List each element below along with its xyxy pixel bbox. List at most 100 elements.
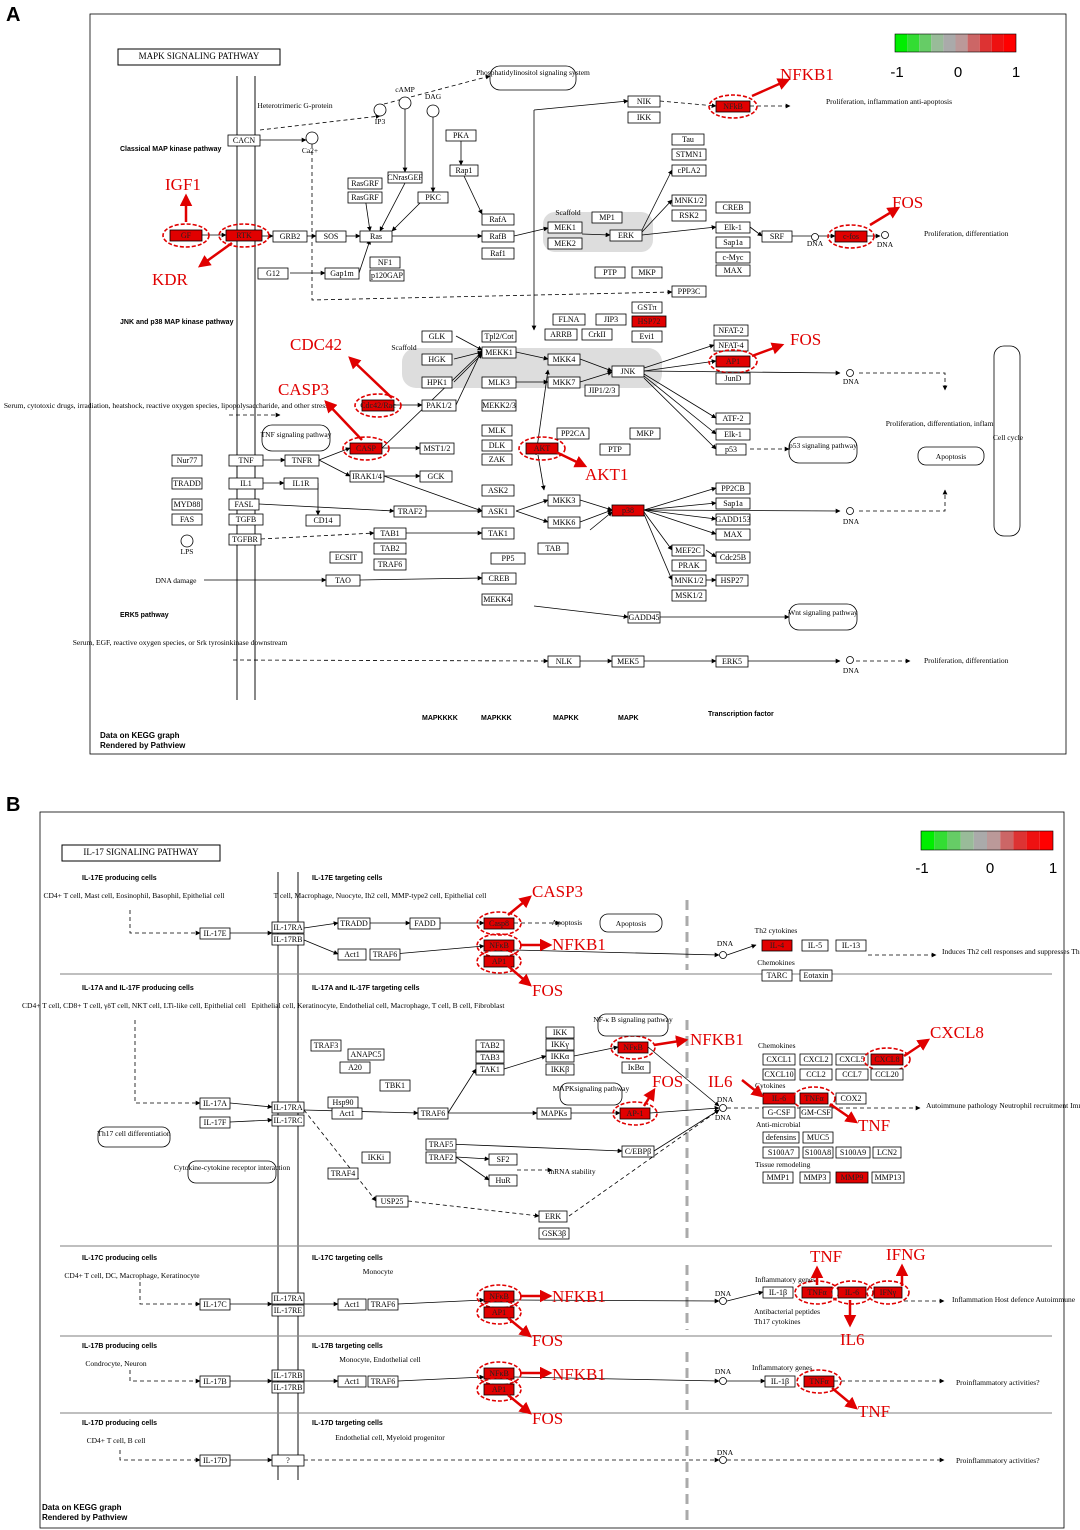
gene-node-sap1a[interactable]: Sap1a [715, 497, 751, 510]
gene-node-myd88[interactable]: MYD88 [171, 498, 203, 511]
gene-node-crkii[interactable]: CrkII [581, 328, 613, 341]
gene-node-gadd45[interactable]: GADD45 [627, 611, 661, 624]
gene-node-lcn2[interactable]: LCN2 [872, 1146, 902, 1159]
gene-node-rtk[interactable]: RTK [225, 229, 263, 242]
gene-node-hur[interactable]: HuR [488, 1174, 518, 1187]
gene-node-mkp[interactable]: MKP [631, 266, 663, 279]
gene-node-traf6[interactable]: TRAF6 [373, 558, 407, 571]
gene-node-traf2[interactable]: TRAF2 [425, 1151, 457, 1164]
gene-node-ccl7[interactable]: CCL7 [835, 1068, 869, 1081]
gene-node-ap1[interactable]: AP1 [715, 355, 751, 368]
gene-node-traf5[interactable]: TRAF5 [425, 1138, 457, 1151]
gene-node-jnk[interactable]: JNK [611, 365, 645, 378]
gene-node-c-fos[interactable]: c-fos [834, 230, 868, 243]
gene-node-nf-b[interactable]: NFκB [483, 1367, 515, 1380]
gene-node-erk[interactable]: ERK [609, 229, 643, 242]
gene-node-jip3[interactable]: JIP3 [595, 313, 627, 326]
gene-node-mkk3[interactable]: MKK3 [547, 494, 581, 507]
linked-pathway-box[interactable] [993, 345, 1021, 537]
gene-node-hgk[interactable]: HGK [421, 353, 453, 366]
gene-node-il-17f[interactable]: IL-17F [199, 1116, 231, 1129]
gene-node-act1[interactable]: Act1 [337, 948, 367, 961]
gene-node-nf-b[interactable]: NFκB [483, 939, 515, 952]
gene-node-ras[interactable]: Ras [359, 230, 393, 243]
gene-node-mekk4[interactable]: MEKK4 [481, 593, 513, 606]
gene-node-mkp[interactable]: MKP [629, 427, 661, 440]
gene-node-il-6[interactable]: IL-6 [837, 1286, 867, 1299]
gene-node-rsk2[interactable]: RSK2 [671, 209, 707, 222]
gene-node-nf-b[interactable]: NFκB [617, 1041, 649, 1054]
gene-node-ccl2[interactable]: CCL2 [799, 1068, 833, 1081]
gene-node-il1r[interactable]: IL1R [283, 477, 319, 490]
gene-node-cxcl5[interactable]: CXCL5 [835, 1053, 869, 1066]
gene-node-pp2cb[interactable]: PP2CB [715, 482, 751, 495]
gene-node-mekk2-3[interactable]: MEKK2/3 [481, 399, 517, 412]
gene-node-rap1[interactable]: Rap1 [449, 164, 479, 177]
gene-node-mek5[interactable]: MEK5 [611, 655, 645, 668]
gene-node-ikki[interactable]: IKKi [361, 1151, 391, 1164]
gene-node-c-myc[interactable]: c-Myc [715, 251, 751, 264]
gene-node-traf6[interactable]: TRAF6 [367, 1298, 399, 1311]
gene-node-ptp[interactable]: PTP [599, 443, 631, 456]
gene-node-tak1[interactable]: TAK1 [481, 527, 515, 540]
gene-node-act1[interactable]: Act1 [337, 1375, 367, 1388]
gene-node-mek2[interactable]: MEK2 [547, 237, 583, 250]
gene-node-irak1-4[interactable]: IRAK1/4 [349, 470, 385, 483]
gene-node-tnf[interactable]: TNF [228, 454, 264, 467]
gene-node-hsp90[interactable]: Hsp90 [327, 1096, 359, 1109]
gene-node-act1[interactable]: Act1 [331, 1107, 363, 1120]
gene-node-max[interactable]: MAX [715, 528, 751, 541]
gene-node-il-17ra[interactable]: IL-17RA [271, 921, 305, 934]
gene-node-eotaxin[interactable]: Eotaxin [799, 969, 833, 982]
gene-node-tarc[interactable]: TARC [761, 969, 793, 982]
gene-node-mapks[interactable]: MAPKs [536, 1107, 572, 1120]
gene-node-usp25[interactable]: USP25 [375, 1195, 409, 1208]
gene-node-pka[interactable]: PKA [445, 129, 477, 142]
gene-node-mmp13[interactable]: MMP13 [871, 1171, 905, 1184]
gene-node-mekk1[interactable]: MEKK1 [481, 346, 517, 359]
gene-node-raf1[interactable]: Raf1 [481, 247, 515, 260]
gene-node-cxcl2[interactable]: CXCL2 [799, 1053, 833, 1066]
gene-node-rafa[interactable]: RafA [481, 213, 515, 226]
gene-node-gst[interactable]: GSTπ [631, 301, 663, 314]
gene-node-muc5[interactable]: MUC5 [802, 1131, 834, 1144]
gene-node-il-17ra[interactable]: IL-17RA [271, 1292, 305, 1305]
gene-node-ap-1[interactable]: AP-1 [619, 1107, 651, 1120]
gene-node-ifn[interactable]: IFNγ [873, 1286, 903, 1299]
gene-node-a20[interactable]: A20 [339, 1061, 371, 1074]
gene-node-il-17rb[interactable]: IL-17RB [271, 933, 305, 946]
gene-node-dlk[interactable]: DLK [481, 439, 513, 452]
gene-node-s100a8[interactable]: S100A8 [802, 1146, 834, 1159]
gene-node-nlk[interactable]: NLK [547, 655, 581, 668]
gene-node-mnk1-2[interactable]: MNK1/2 [671, 194, 707, 207]
gene-node-ikk[interactable]: IKKβ [545, 1063, 575, 1076]
gene-node-ikk[interactable]: IKKγ [545, 1038, 575, 1051]
gene-node-ap1[interactable]: AP1 [483, 1306, 515, 1319]
gene-node-tnf[interactable]: TNFα [801, 1286, 833, 1299]
gene-node-cox2[interactable]: COX2 [835, 1092, 867, 1105]
gene-node-il-17rb[interactable]: IL-17RB [271, 1381, 305, 1394]
gene-node-rasgrf[interactable]: RasGRF [347, 177, 383, 190]
gene-node-cxcl8[interactable]: CXCL8 [870, 1053, 904, 1066]
gene-node-tgfb[interactable]: TGFB [228, 513, 264, 526]
gene-node-tau[interactable]: Tau [671, 133, 705, 146]
linked-pathway-box[interactable] [599, 913, 663, 933]
gene-node-cacn[interactable]: CACN [227, 134, 261, 147]
gene-node-il-17d[interactable]: IL-17D [199, 1454, 231, 1467]
gene-node-creb[interactable]: CREB [481, 572, 517, 585]
gene-node-defensins[interactable]: defensins [762, 1131, 800, 1144]
gene-node-mmp1[interactable]: MMP1 [762, 1171, 794, 1184]
gene-node-il-6[interactable]: IL-6 [762, 1092, 796, 1105]
gene-node-msk1-2[interactable]: MSK1/2 [671, 589, 707, 602]
gene-node-rasgrf[interactable]: RasGRF [347, 191, 383, 204]
gene-node-cxcl10[interactable]: CXCL10 [762, 1068, 796, 1081]
gene-node-mkk4[interactable]: MKK4 [547, 353, 581, 366]
gene-node-elk-1[interactable]: Elk-1 [715, 221, 751, 234]
gene-node-rafb[interactable]: RafB [481, 230, 515, 243]
linked-pathway-box[interactable] [917, 446, 985, 466]
gene-node-gf[interactable]: GF [169, 229, 203, 242]
gene-node-traf2[interactable]: TRAF2 [393, 505, 427, 518]
gene-node-traf6[interactable]: TRAF6 [369, 948, 401, 961]
gene-node-nfkb[interactable]: NFkB [715, 100, 751, 113]
gene-node-nf1[interactable]: NF1 [369, 256, 401, 269]
